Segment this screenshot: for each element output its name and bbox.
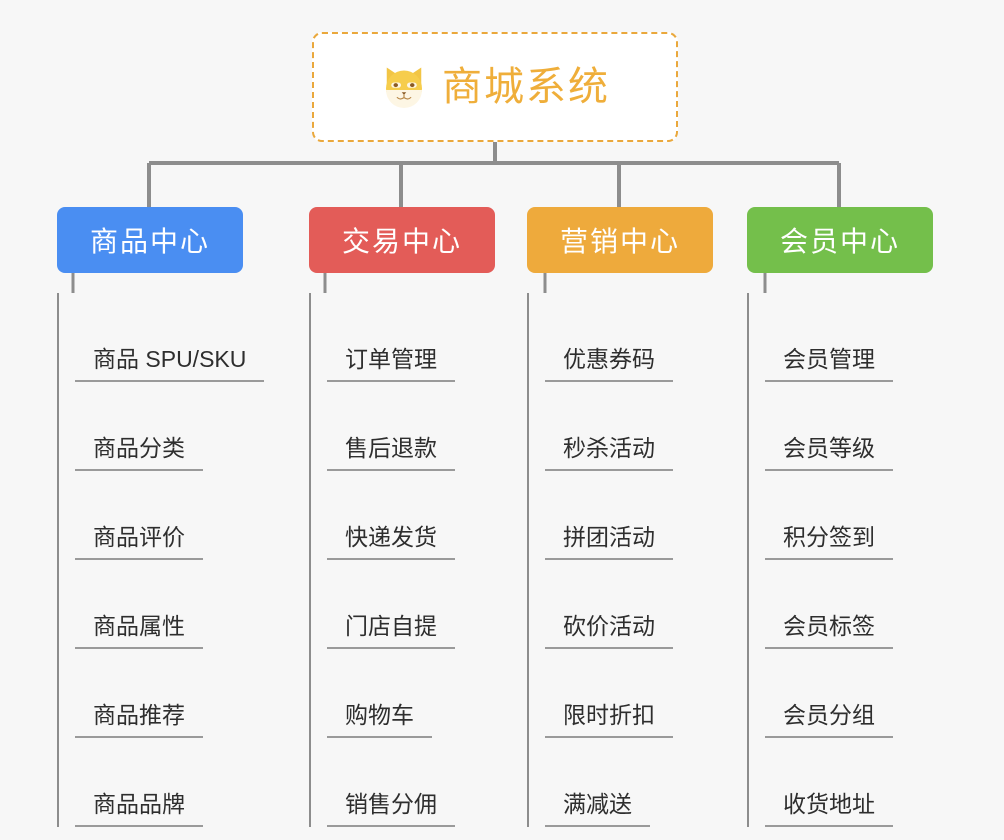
leaf-list-0: 商品 SPU/SKU 商品分类 商品评价 商品属性 商品推荐 商品品牌 <box>57 293 265 827</box>
dog-face-icon <box>386 67 422 108</box>
leaf-label: 会员管理 <box>765 346 893 382</box>
leaf-list-1: 订单管理 售后退款 快递发货 门店自提 购物车 销售分佣 <box>309 293 495 827</box>
leaf-item[interactable]: 售后退款 <box>311 382 495 471</box>
branch-column-2: 营销中心 优惠券码 秒杀活动 拼团活动 砍价活动 限时折扣 满减送 <box>527 207 713 827</box>
leaf-label: 收货地址 <box>765 791 893 827</box>
leaf-item[interactable]: 满减送 <box>529 738 713 827</box>
category-label-3: 会员中心 <box>779 226 900 257</box>
leaf-item[interactable]: 门店自提 <box>311 560 495 649</box>
leaf-label: 优惠券码 <box>545 346 673 382</box>
leaf-label: 拼团活动 <box>545 524 673 560</box>
branch-column-3: 会员中心 会员管理 会员等级 积分签到 会员标签 会员分组 收货地址 <box>747 207 933 827</box>
leaf-label: 门店自提 <box>327 613 455 649</box>
leaf-label: 商品评价 <box>75 524 203 560</box>
leaf-label: 购物车 <box>327 702 432 738</box>
leaf-label: 快递发货 <box>327 524 455 560</box>
root-title: 商城系统 <box>442 65 610 109</box>
leaf-item[interactable]: 商品属性 <box>59 560 264 649</box>
leaf-item[interactable]: 砍价活动 <box>529 560 713 649</box>
leaf-label: 商品属性 <box>75 613 203 649</box>
category-box-0[interactable]: 商品中心 <box>57 207 243 273</box>
leaf-label: 会员等级 <box>765 435 893 471</box>
leaf-label: 商品 SPU/SKU <box>75 346 265 382</box>
leaf-label: 会员分组 <box>765 702 893 738</box>
category-label-0: 商品中心 <box>89 226 210 257</box>
leaf-item[interactable]: 订单管理 <box>311 293 495 382</box>
leaf-label: 订单管理 <box>327 346 455 382</box>
leaf-item[interactable]: 收货地址 <box>749 738 933 827</box>
leaf-item[interactable]: 拼团活动 <box>529 471 713 560</box>
leaf-label: 售后退款 <box>327 435 455 471</box>
category-box-1[interactable]: 交易中心 <box>309 207 495 273</box>
leaf-item[interactable]: 购物车 <box>311 649 495 738</box>
leaf-item[interactable]: 限时折扣 <box>529 649 713 738</box>
leaf-label: 商品品牌 <box>75 791 203 827</box>
leaf-label: 会员标签 <box>765 613 893 649</box>
leaf-label: 秒杀活动 <box>545 435 673 471</box>
leaf-item[interactable]: 优惠券码 <box>529 293 713 382</box>
leaf-label: 限时折扣 <box>545 702 673 738</box>
leaf-list-2: 优惠券码 秒杀活动 拼团活动 砍价活动 限时折扣 满减送 <box>527 293 713 827</box>
leaf-item[interactable]: 商品推荐 <box>59 649 264 738</box>
leaf-item[interactable]: 快递发货 <box>311 471 495 560</box>
leaf-item[interactable]: 商品品牌 <box>59 738 264 827</box>
leaf-item[interactable]: 商品评价 <box>59 471 264 560</box>
leaf-item[interactable]: 会员管理 <box>749 293 933 382</box>
leaf-item[interactable]: 秒杀活动 <box>529 382 713 471</box>
category-box-3[interactable]: 会员中心 <box>747 207 933 273</box>
leaf-item[interactable]: 会员标签 <box>749 560 933 649</box>
leaf-label: 砍价活动 <box>545 613 673 649</box>
leaf-item[interactable]: 会员分组 <box>749 649 933 738</box>
root-node[interactable]: 商城系统 <box>312 32 678 142</box>
category-label-2: 营销中心 <box>559 226 680 257</box>
branch-column-0: 商品中心 商品 SPU/SKU 商品分类 商品评价 商品属性 商品推荐 商品品牌 <box>57 207 265 827</box>
branch-column-1: 交易中心 订单管理 售后退款 快递发货 门店自提 购物车 销售分佣 <box>309 207 495 827</box>
leaf-item[interactable]: 会员等级 <box>749 382 933 471</box>
leaf-item[interactable]: 商品分类 <box>59 382 264 471</box>
leaf-label: 商品推荐 <box>75 702 203 738</box>
category-box-2[interactable]: 营销中心 <box>527 207 713 273</box>
category-label-1: 交易中心 <box>341 226 462 257</box>
leaf-list-3: 会员管理 会员等级 积分签到 会员标签 会员分组 收货地址 <box>747 293 933 827</box>
leaf-label: 积分签到 <box>765 524 893 560</box>
leaf-item[interactable]: 销售分佣 <box>311 738 495 827</box>
leaf-label: 商品分类 <box>75 435 203 471</box>
leaf-item[interactable]: 商品 SPU/SKU <box>59 293 265 382</box>
leaf-item[interactable]: 积分签到 <box>749 471 933 560</box>
leaf-label: 满减送 <box>545 791 650 827</box>
leaf-label: 销售分佣 <box>327 791 455 827</box>
